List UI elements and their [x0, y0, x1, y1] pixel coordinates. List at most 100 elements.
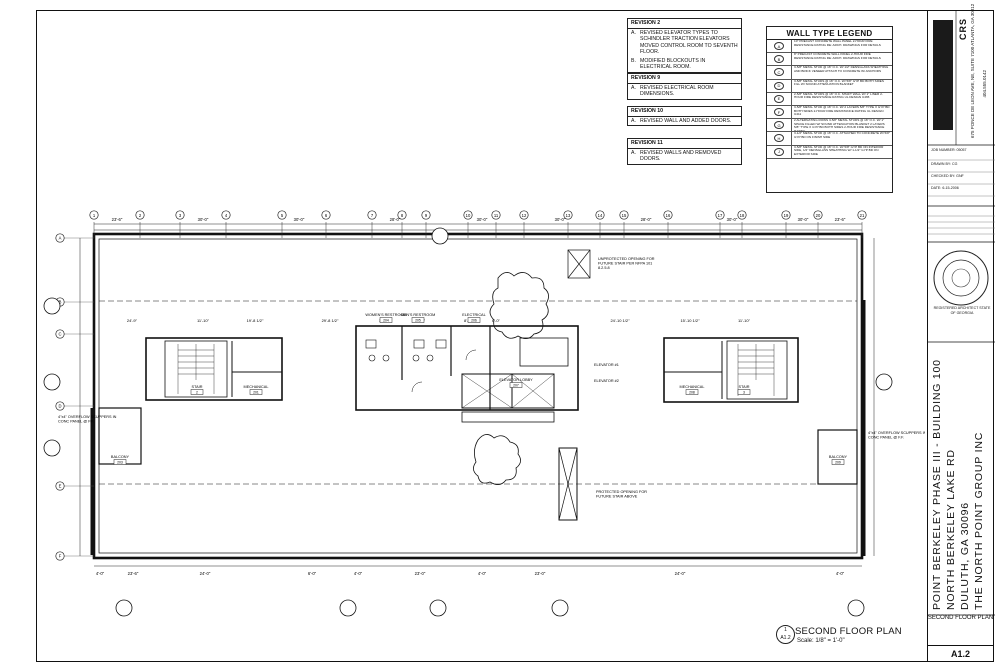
- title-block-graphics: [928, 10, 995, 616]
- wall-type-tag: H: [767, 132, 792, 145]
- grid-label: 16: [666, 213, 671, 218]
- wall-type-tag: B: [767, 53, 792, 66]
- revision-letter: A.: [631, 117, 636, 124]
- dimension-text: 4'-0": [836, 571, 845, 576]
- seal-text: REGISTERED ARCHITECT STATE OF GEORGIA: [933, 306, 991, 315]
- grid-bubble: [563, 210, 573, 220]
- grid-bubble: [813, 210, 823, 220]
- grid-label: 6: [325, 213, 328, 218]
- dimension-text: 23'-0": [535, 571, 546, 576]
- room-name: BALCONY: [829, 455, 848, 459]
- revision-box-11: REVISION 11 A. REVISED WALLS AND REMOVED …: [627, 138, 742, 165]
- row-grid-bubble: [55, 329, 65, 339]
- firm-logo-text: CRS: [958, 18, 968, 41]
- room-name: MECHANICAL: [680, 385, 705, 389]
- grid-label: 10: [466, 213, 471, 218]
- wall-type-tag: E: [767, 92, 792, 105]
- wall-type-description: 2-5/8" METAL STUDS @ 16" O.C. SHAFT WALL…: [794, 92, 883, 100]
- grid-label: 8: [401, 213, 404, 218]
- dimension-strings: 23'-6"30'-0"30'-0"28'-0"30'-0"30'-0"28'-…: [79, 217, 875, 576]
- revision-letter: A.: [631, 84, 636, 91]
- room-number-box: [190, 389, 204, 395]
- firm-logo-mark: [933, 20, 953, 130]
- grid-label: 18: [740, 213, 745, 218]
- grid-bubble: [737, 210, 747, 220]
- grid-bubble: [715, 210, 725, 220]
- wall-type-symbol: E: [774, 94, 784, 103]
- row-grid-label: B: [59, 300, 62, 305]
- dimension-text: 30'-0": [477, 217, 488, 222]
- wall-type-tag: J: [767, 145, 792, 158]
- wall-type-description: 10" PRECAST CONCRETE WALL PANEL 2-HOUR F…: [794, 40, 881, 47]
- grid-bubble: [175, 210, 185, 220]
- sheet-border: [36, 10, 994, 662]
- revision-text: REVISED WALLS AND REMOVED DOORS.: [640, 149, 722, 163]
- room-number: 2: [196, 391, 198, 395]
- revision-text: REVISED ELEVATOR TYPES TO SCHINDLER TRAC…: [640, 29, 738, 56]
- row-grid-bubble: [55, 401, 65, 411]
- wall-type-symbol: G: [774, 121, 784, 130]
- wall-type-symbol: D: [774, 81, 784, 90]
- grid-bubble: [663, 210, 673, 220]
- room-number-box: [113, 459, 127, 465]
- grid-label: 14: [598, 213, 603, 218]
- plan-note: ELEVATOR #1: [594, 363, 619, 367]
- grid-bubble: [221, 210, 231, 220]
- wall-type-tag: F: [767, 105, 792, 119]
- revision-text: REVISED ELECTRICAL ROOM DIMENSIONS.: [640, 84, 714, 98]
- revision-title: REVISION 10: [628, 107, 741, 117]
- wall-type-description: 3-1/2" METAL STUD @ 16" O.C. ATTACHED TO…: [794, 132, 890, 139]
- grid-bubble: [595, 210, 605, 220]
- grid-bubble: [397, 210, 407, 220]
- callout-number: 1: [784, 627, 787, 633]
- room-name: ELEVATOR LOBBY: [499, 378, 533, 382]
- dimension-text: 4'-0": [354, 571, 363, 576]
- dimension-text: 11'-10": [738, 318, 751, 323]
- grid-bubble: [367, 210, 377, 220]
- grid-label: 3: [179, 213, 182, 218]
- architect-seal: [933, 250, 989, 306]
- revision-title: REVISION 9: [628, 74, 741, 84]
- room-number-box: [467, 317, 481, 323]
- dimension-text: 4'-0": [96, 571, 105, 576]
- grid-bubble: [89, 210, 99, 220]
- room-number: 207: [513, 384, 519, 388]
- dimension-text: 23'-6": [835, 217, 846, 222]
- grid-bubble: [519, 210, 529, 220]
- grid-bubble: [857, 210, 867, 220]
- dimension-text: 11'-10": [197, 318, 210, 323]
- dimension-text: 24'-9": [127, 318, 138, 323]
- revision-title: REVISION 2: [628, 19, 741, 29]
- sheet-number: A1.2: [927, 645, 994, 659]
- room-name: STAIR: [739, 385, 750, 389]
- grid-label: 19: [784, 213, 789, 218]
- wall-type-description: 2 ALTERNATING ROWS 3-5/8" METAL STUDS @ …: [794, 119, 885, 132]
- revision-item: B.MODIFIED BLOCKOUTS IN ELECTRICAL ROOM.: [628, 57, 741, 72]
- revision-title: REVISION 11: [628, 139, 741, 149]
- row-grid-bubble: [55, 481, 65, 491]
- revision-box-9: REVISION 9 A. REVISED ELECTRICAL ROOM DIM…: [627, 73, 742, 100]
- wall-type-symbol: F: [774, 108, 784, 117]
- plan-title: SECOND FLOOR PLAN: [795, 626, 902, 637]
- row-grid-label: A: [59, 236, 62, 241]
- sheet-name: SECOND FLOOR PLAN: [927, 615, 994, 621]
- grid-label: 12: [522, 213, 527, 218]
- room-name: BALCONY: [111, 455, 130, 459]
- dimension-text: 23'-0": [415, 571, 426, 576]
- grid-label: 17: [718, 213, 723, 218]
- room-number-box: [509, 382, 523, 388]
- room-number: 209: [835, 461, 841, 465]
- row-grid-label: E: [59, 484, 62, 489]
- stair-3-core: [663, 337, 799, 403]
- room-number: 204: [383, 319, 389, 323]
- revision-letter: A.: [631, 149, 636, 156]
